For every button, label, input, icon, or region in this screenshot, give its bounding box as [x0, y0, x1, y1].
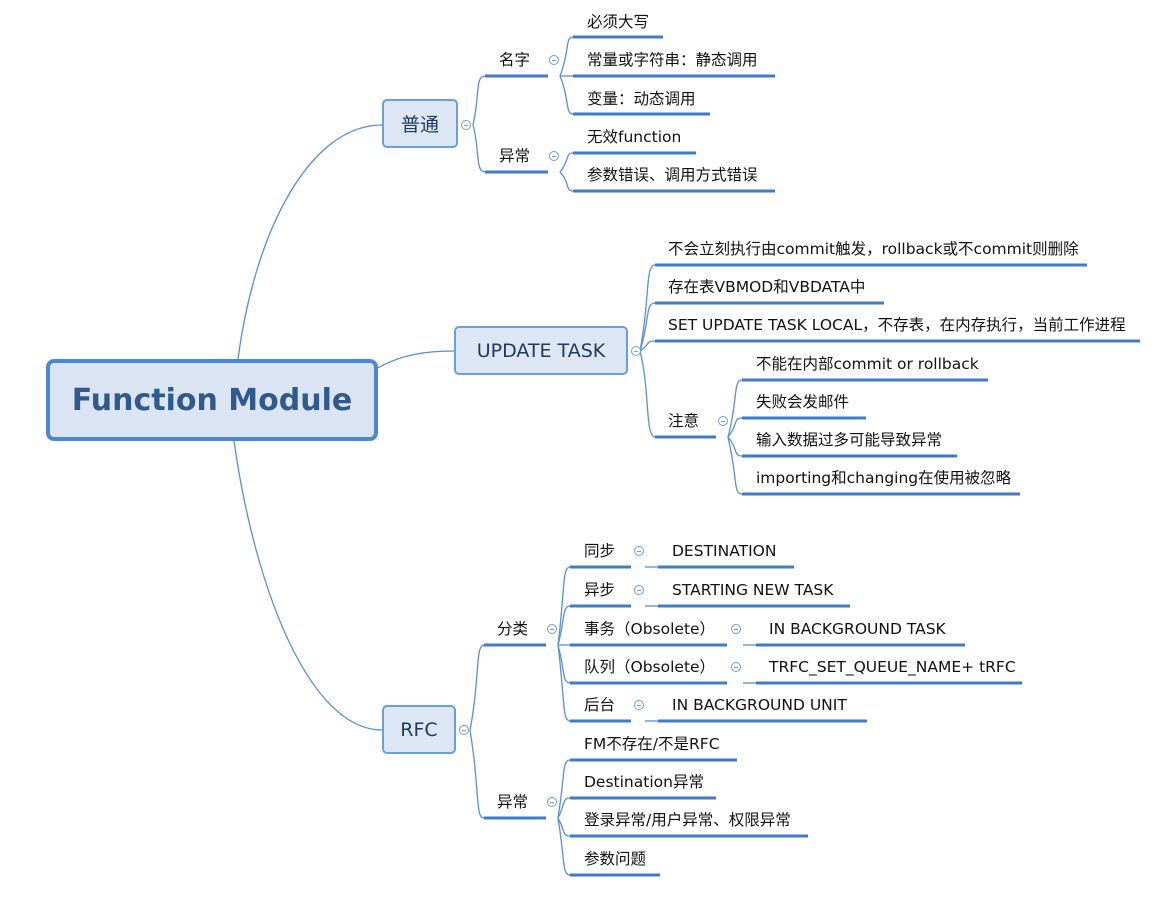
leaf-rfc-yichang-3[interactable]: 登录异常/用户异常、权限异常: [584, 811, 791, 829]
leaf-mingzi-1[interactable]: 必须大写: [587, 13, 650, 31]
collapse-icon[interactable]: [549, 55, 559, 65]
leaf-yichang-1[interactable]: 无效function: [587, 128, 682, 146]
collapse-icon[interactable]: [731, 624, 741, 634]
topic-zhuyi[interactable]: 注意: [668, 412, 700, 430]
leaf-update-1[interactable]: 不会立刻执行由commit触发，rollback或不commit则删除: [668, 240, 1079, 258]
fenlei-label-4[interactable]: 队列（Obsolete）: [584, 658, 716, 676]
leaf-update-3[interactable]: SET UPDATE TASK LOCAL，不存表，在内存执行，当前工作进程: [668, 316, 1126, 334]
fenlei-detail-2[interactable]: STARTING NEW TASK: [672, 581, 834, 599]
fenlei-label-1[interactable]: 同步: [584, 542, 616, 560]
leaf-update-2[interactable]: 存在表VBMOD和VBDATA中: [668, 278, 866, 296]
collapse-icon[interactable]: [461, 120, 471, 130]
root-topic[interactable]: Function Module: [46, 359, 378, 441]
collapse-icon[interactable]: [547, 624, 557, 634]
leaf-mingzi-3[interactable]: 变量：动态调用: [587, 90, 696, 108]
branch-update-task[interactable]: UPDATE TASK: [454, 326, 628, 375]
collapse-icon[interactable]: [634, 585, 644, 595]
leaf-zhuyi-2[interactable]: 失败会发邮件: [756, 393, 850, 411]
collapse-icon[interactable]: [549, 151, 559, 161]
collapse-icon[interactable]: [718, 416, 728, 426]
fenlei-detail-1[interactable]: DESTINATION: [672, 542, 777, 560]
leaf-rfc-yichang-1[interactable]: FM不存在/不是RFC: [584, 735, 720, 753]
collapse-icon[interactable]: [731, 662, 741, 672]
fenlei-label-5[interactable]: 后台: [584, 696, 616, 714]
leaf-mingzi-2[interactable]: 常量或字符串：静态调用: [587, 51, 758, 69]
leaf-yichang-2[interactable]: 参数错误、调用方式错误: [587, 166, 758, 184]
collapse-icon[interactable]: [547, 797, 557, 807]
leaf-zhuyi-4[interactable]: importing和changing在使用被忽略: [756, 469, 1012, 487]
leaf-rfc-yichang-4[interactable]: 参数问题: [584, 850, 647, 868]
fenlei-detail-4[interactable]: TRFC_SET_QUEUE_NAME+ tRFC: [769, 658, 1016, 676]
collapse-icon[interactable]: [459, 725, 469, 735]
topic-mingzi[interactable]: 名字: [499, 51, 531, 69]
topic-yichang-rfc[interactable]: 异常: [497, 793, 529, 811]
fenlei-detail-5[interactable]: IN BACKGROUND UNIT: [672, 696, 847, 714]
leaf-zhuyi-1[interactable]: 不能在内部commit or rollback: [756, 355, 979, 373]
branch-rfc[interactable]: RFC: [382, 705, 456, 754]
topic-yichang-putong[interactable]: 异常: [499, 147, 531, 165]
fenlei-detail-3[interactable]: IN BACKGROUND TASK: [769, 620, 946, 638]
leaf-rfc-yichang-2[interactable]: Destination异常: [584, 773, 704, 791]
leaf-zhuyi-3[interactable]: 输入数据过多可能导致异常: [756, 431, 943, 449]
collapse-icon[interactable]: [634, 546, 644, 556]
fenlei-label-2[interactable]: 异步: [584, 581, 616, 599]
collapse-icon[interactable]: [634, 700, 644, 710]
collapse-icon[interactable]: [631, 346, 641, 356]
fenlei-label-3[interactable]: 事务（Obsolete）: [584, 620, 716, 638]
topic-fenlei[interactable]: 分类: [497, 620, 529, 638]
branch-putong[interactable]: 普通: [382, 99, 458, 148]
